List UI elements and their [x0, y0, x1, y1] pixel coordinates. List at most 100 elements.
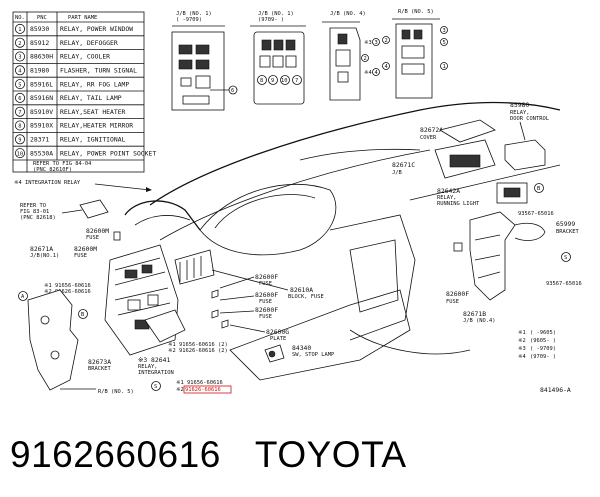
jb1b-label: J/B (NO. 1) [258, 11, 294, 17]
table-row-name: RELAY,HEATER MIRROR [60, 122, 133, 130]
highlighted-part-number: 91626-60616 [185, 387, 221, 393]
label-82673a: 82673A [88, 358, 111, 366]
label-82600f-c-desc: FUSE [259, 314, 272, 320]
label-82671a: 82671A [30, 245, 53, 253]
label-93567-s: 93567-65016 [546, 281, 582, 287]
label-93567-b: 93567-65016 [518, 211, 554, 217]
label-n2-part: ※2 91626-60616 [44, 289, 91, 295]
label-82641-desc1: RELAY, [138, 364, 157, 370]
table-row-number-circle [14, 134, 25, 145]
table-row-name: RELAY,SEAT HEATER [60, 108, 126, 116]
table-row-number-circle [14, 51, 25, 62]
table-row-name: RELAY, COOLER [60, 53, 110, 61]
table-row-name: RELAY, POWER WINDOW [60, 25, 133, 33]
jb4-note-3: ※3 [364, 40, 372, 46]
table-row-number-circle [14, 65, 25, 76]
jb1b-callout-10: 10 [281, 78, 288, 84]
table-header-name: PART NAME [68, 15, 97, 21]
legend-key-1: ※1 [518, 330, 526, 336]
label-82600f-b: 82600F [255, 291, 278, 299]
label-85980-desc2: DOOR CONTROL [510, 116, 549, 122]
label-82600m-b-desc: FUSE [74, 253, 87, 259]
jb1b-callout-8: 8 [260, 78, 263, 84]
label-82600g-desc: PLATE [270, 336, 286, 342]
label-82600m-a-desc: FUSE [86, 235, 99, 241]
callout-s-right: S [564, 255, 567, 261]
label-84340-desc: SW, STOP LAMP [292, 352, 334, 358]
caption-part-number: 9162660616 [10, 434, 221, 475]
table-row-no: 9 [18, 138, 21, 144]
label-p2-bot-prefix: ※2 [176, 387, 184, 393]
table-row-number-circle [14, 79, 25, 90]
refer-fig-1: REFER TO [20, 203, 46, 209]
label-82641-desc2: INTEGRATION [138, 370, 174, 376]
table-row-no: 2 [18, 41, 21, 47]
table-row-no: 6 [18, 96, 21, 102]
svg-text:2: 2 [364, 56, 367, 62]
label-82642a-desc2: RUNNING LIGHT [437, 201, 480, 207]
table-row-name: RELAY, IGNITIONAL [60, 136, 126, 144]
legend-val-4: (9709- ) [530, 354, 556, 360]
svg-text:3: 3 [375, 40, 378, 46]
label-82610a-desc: BLOCK, FUSE [288, 294, 324, 300]
label-82671a-desc: J/B(NO.1) [30, 253, 59, 259]
jb1b-callout-7: 7 [295, 78, 298, 84]
label-p1-bot: ※1 91656-60616 [176, 380, 223, 386]
label-82600f-c: 82600F [255, 306, 278, 314]
legend-key-2: ※2 [518, 338, 526, 344]
label-82671c-desc: J/B [392, 170, 402, 176]
table-row-number-circle [14, 106, 25, 117]
integration-relay-note: ※4 INTEGRATION RELAY [14, 180, 81, 186]
svg-text:5: 5 [443, 40, 446, 46]
left-parts: REFER TO FIG 83-01 (PNC 82618) 82600M FU… [18, 199, 334, 395]
table-row-no: 10 [17, 151, 24, 157]
label-n1-part: ※1 91656-60616 [44, 283, 91, 289]
table-row-number-circle [14, 23, 25, 34]
refer-line-1: REFER TO FIG 84-04 [33, 161, 91, 167]
label-82672a: 82672A [420, 126, 443, 134]
label-82600f-d-desc: FUSE [446, 299, 459, 305]
table-row-pnc: 85910X [30, 122, 53, 130]
table-row-no: 4 [18, 69, 21, 75]
jb4-note-4: ※4 [364, 70, 372, 76]
svg-text:3: 3 [443, 28, 446, 34]
svg-text:4: 4 [375, 70, 378, 76]
table-row-name: RELAY, RR FOG LAMP [60, 80, 129, 88]
label-p1-mid: ※1 91656-60616 (2) [168, 342, 228, 348]
table-row-number-circle [14, 148, 25, 159]
jb1-date: ( -9709) [176, 17, 202, 23]
jb1b-callout-9: 9 [271, 78, 274, 84]
jb1-label: J/B (NO. 1) [176, 11, 212, 17]
jb1-callout-6: 6 [231, 88, 234, 94]
label-82642a-desc1: RELAY, [437, 195, 456, 201]
label-82671c: 82671C [392, 161, 415, 169]
jb4-label: J/B (NO. 4) [330, 11, 366, 17]
table-row-no: 8 [18, 124, 21, 130]
jb1b-date: (9709- ) [258, 17, 284, 23]
label-85980: 85980 [510, 101, 529, 109]
legend-val-2: (9605- ) [530, 338, 556, 344]
table-row-name: FLASHER, TURN SIGNAL [60, 67, 137, 75]
refer-fig-2: FIG 83-01 [20, 209, 49, 215]
label-82600f-a: 82600F [255, 273, 278, 281]
refer-line-2: (PNC 82610F) [33, 167, 72, 173]
jb-no1-new: J/B (NO. 1) (9709- ) 8 9 10 7 [250, 11, 306, 105]
table-row-number-circle [14, 92, 25, 103]
label-p2-mid: ※2 91626-60616 (2) [168, 348, 228, 354]
label-82600f-b-desc: FUSE [259, 299, 272, 305]
rb-no5: R/B (NO. 5) 2 3 5 1 4 [382, 9, 448, 99]
label-82600g: 82600G [266, 328, 289, 336]
table-header-pnc: PNC [37, 15, 47, 21]
svg-text:1: 1 [443, 64, 446, 70]
table-row-name: RELAY, TAIL LAMP [60, 94, 122, 102]
legend-key-3: ※3 [518, 346, 526, 352]
label-82641: ※3 82641 [138, 356, 170, 364]
table-row-no: 1 [18, 27, 21, 33]
label-82600m-a: 82600M [86, 227, 109, 235]
table-row-no: 5 [18, 82, 21, 88]
callout-b-right: B [537, 186, 540, 192]
callout-a-left: A [21, 294, 25, 300]
table-row-name: RELAY, POWER POINT SOCKET [60, 149, 156, 157]
